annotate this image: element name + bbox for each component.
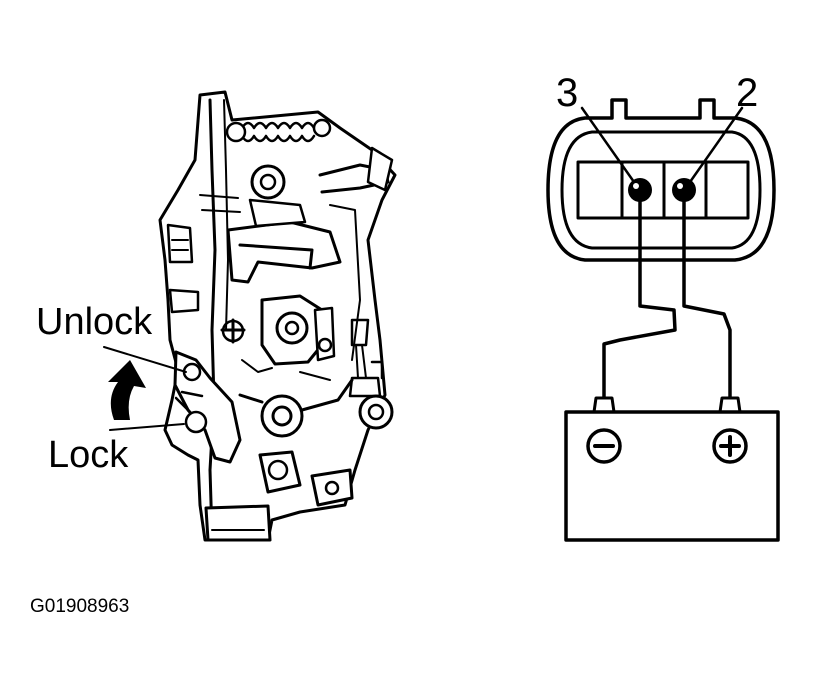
battery	[564, 396, 780, 542]
unlock-label: Unlock	[36, 301, 153, 343]
actuator-connector	[546, 98, 776, 262]
plus-icon	[712, 428, 748, 464]
spring	[225, 118, 332, 143]
terminal-2-pin	[672, 178, 696, 202]
lock-lever	[173, 350, 242, 464]
minus-icon	[586, 428, 622, 464]
terminal-3-label: 3	[556, 71, 578, 115]
terminal-3-pin	[628, 178, 652, 202]
lock-label: Lock	[48, 434, 129, 476]
connector-wiring: 3 2	[546, 71, 776, 400]
curved-arrow-icon	[108, 360, 146, 420]
lock-direction-indicator: Unlock Lock	[36, 301, 187, 476]
terminal-2-label: 2	[736, 71, 758, 115]
door-lock-actuator	[158, 90, 397, 542]
figure-reference-code: G01908963	[30, 596, 129, 617]
